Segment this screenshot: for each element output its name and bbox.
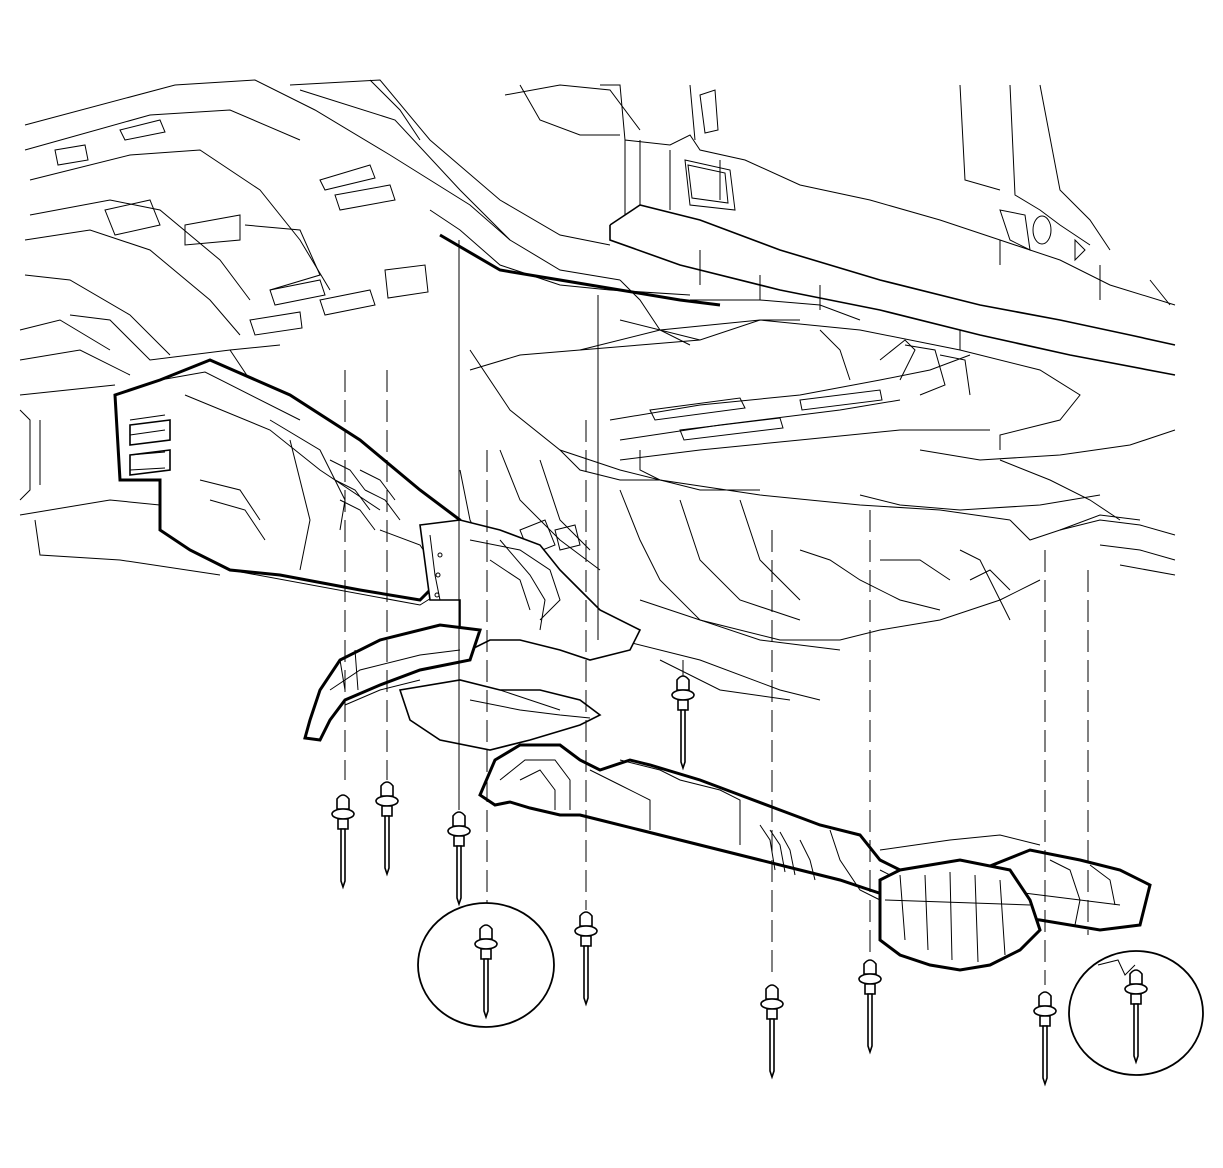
push-pin-retainer-detail	[474, 924, 498, 1020]
vehicle-underbody-floor-pan	[19, 79, 1176, 701]
push-pin-retainer	[375, 781, 399, 877]
alignment-lines	[344, 240, 1089, 985]
push-pin-retainer	[331, 794, 355, 890]
push-pin-retainer	[671, 675, 695, 771]
exhaust-pipe	[303, 519, 1152, 932]
detail-retainers	[474, 924, 1148, 1065]
push-pin-retainer	[447, 811, 471, 907]
rear-heat-shield	[878, 858, 1042, 972]
push-pin-retainer	[574, 911, 598, 1007]
push-pin-retainers	[331, 675, 1057, 1087]
push-pin-retainer	[760, 984, 784, 1080]
push-pin-retainer-detail	[1124, 969, 1148, 1065]
front-heat-shield	[113, 358, 472, 606]
push-pin-retainer	[858, 959, 882, 1055]
catalytic-converter	[879, 834, 1041, 851]
push-pin-retainer	[1033, 991, 1057, 1087]
